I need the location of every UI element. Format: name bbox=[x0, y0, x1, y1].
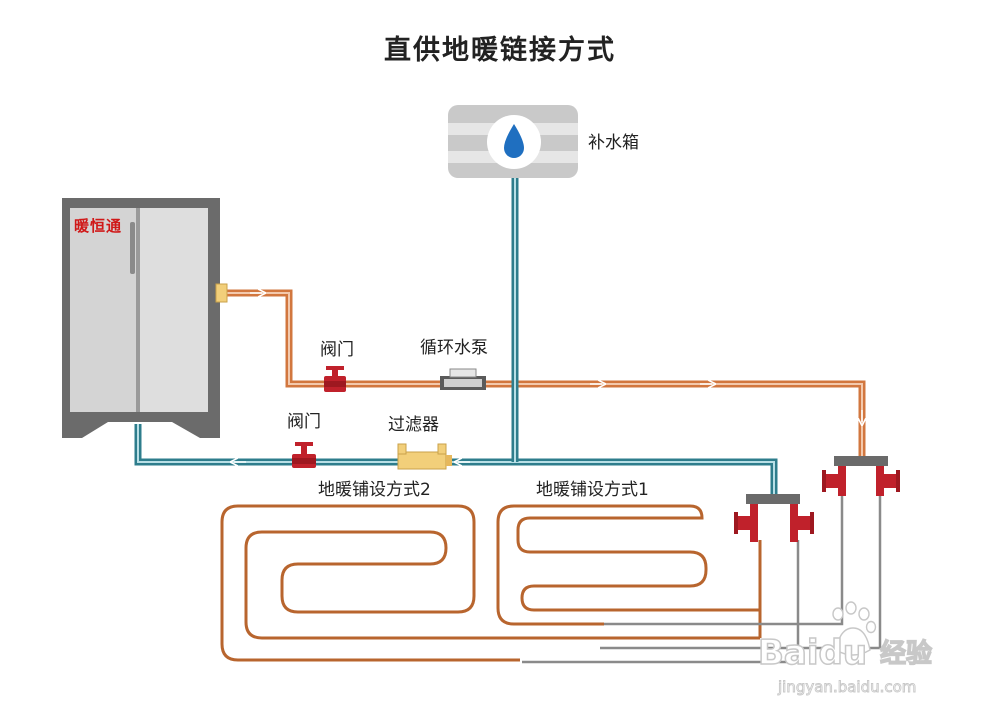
makeup-water-tank bbox=[448, 105, 578, 178]
loop1-label: 地暖铺设方式1 bbox=[536, 480, 649, 500]
valve-label-return: 阀门 bbox=[287, 412, 321, 432]
watermark-brand-latin: Baidu bbox=[758, 633, 867, 673]
water-drop-icon bbox=[504, 124, 524, 158]
watermark-url: jingyan.baidu.com bbox=[777, 678, 916, 696]
filter-icon[interactable] bbox=[397, 443, 452, 470]
valve-icon[interactable] bbox=[292, 442, 316, 468]
page-title: 直供地暖链接方式 bbox=[384, 34, 616, 66]
tank-label: 补水箱 bbox=[588, 133, 639, 153]
boiler-brand: 暖恒通 bbox=[74, 217, 122, 235]
watermark: Baidu 经验 jingyan.baidu.com bbox=[757, 601, 933, 696]
watermark-brand-cn: 经验 bbox=[880, 638, 932, 669]
pump-icon[interactable] bbox=[440, 368, 486, 390]
manifold-right bbox=[822, 456, 900, 496]
floor-loop-1 bbox=[496, 504, 762, 626]
pump-label: 循环水泵 bbox=[420, 338, 488, 358]
paw-icon bbox=[832, 601, 877, 656]
valve-label-supply: 阀门 bbox=[320, 340, 354, 360]
supply-pipe bbox=[226, 293, 862, 458]
loop2-label: 地暖铺设方式2 bbox=[318, 480, 431, 500]
manifold-return-lines bbox=[522, 492, 882, 664]
boiler-cabinet bbox=[62, 198, 228, 438]
return-pipe bbox=[134, 178, 778, 496]
manifold-left bbox=[734, 494, 814, 542]
floor-loop-2 bbox=[220, 504, 762, 662]
filter-label: 过滤器 bbox=[388, 415, 439, 435]
valve-icon[interactable] bbox=[324, 366, 346, 392]
